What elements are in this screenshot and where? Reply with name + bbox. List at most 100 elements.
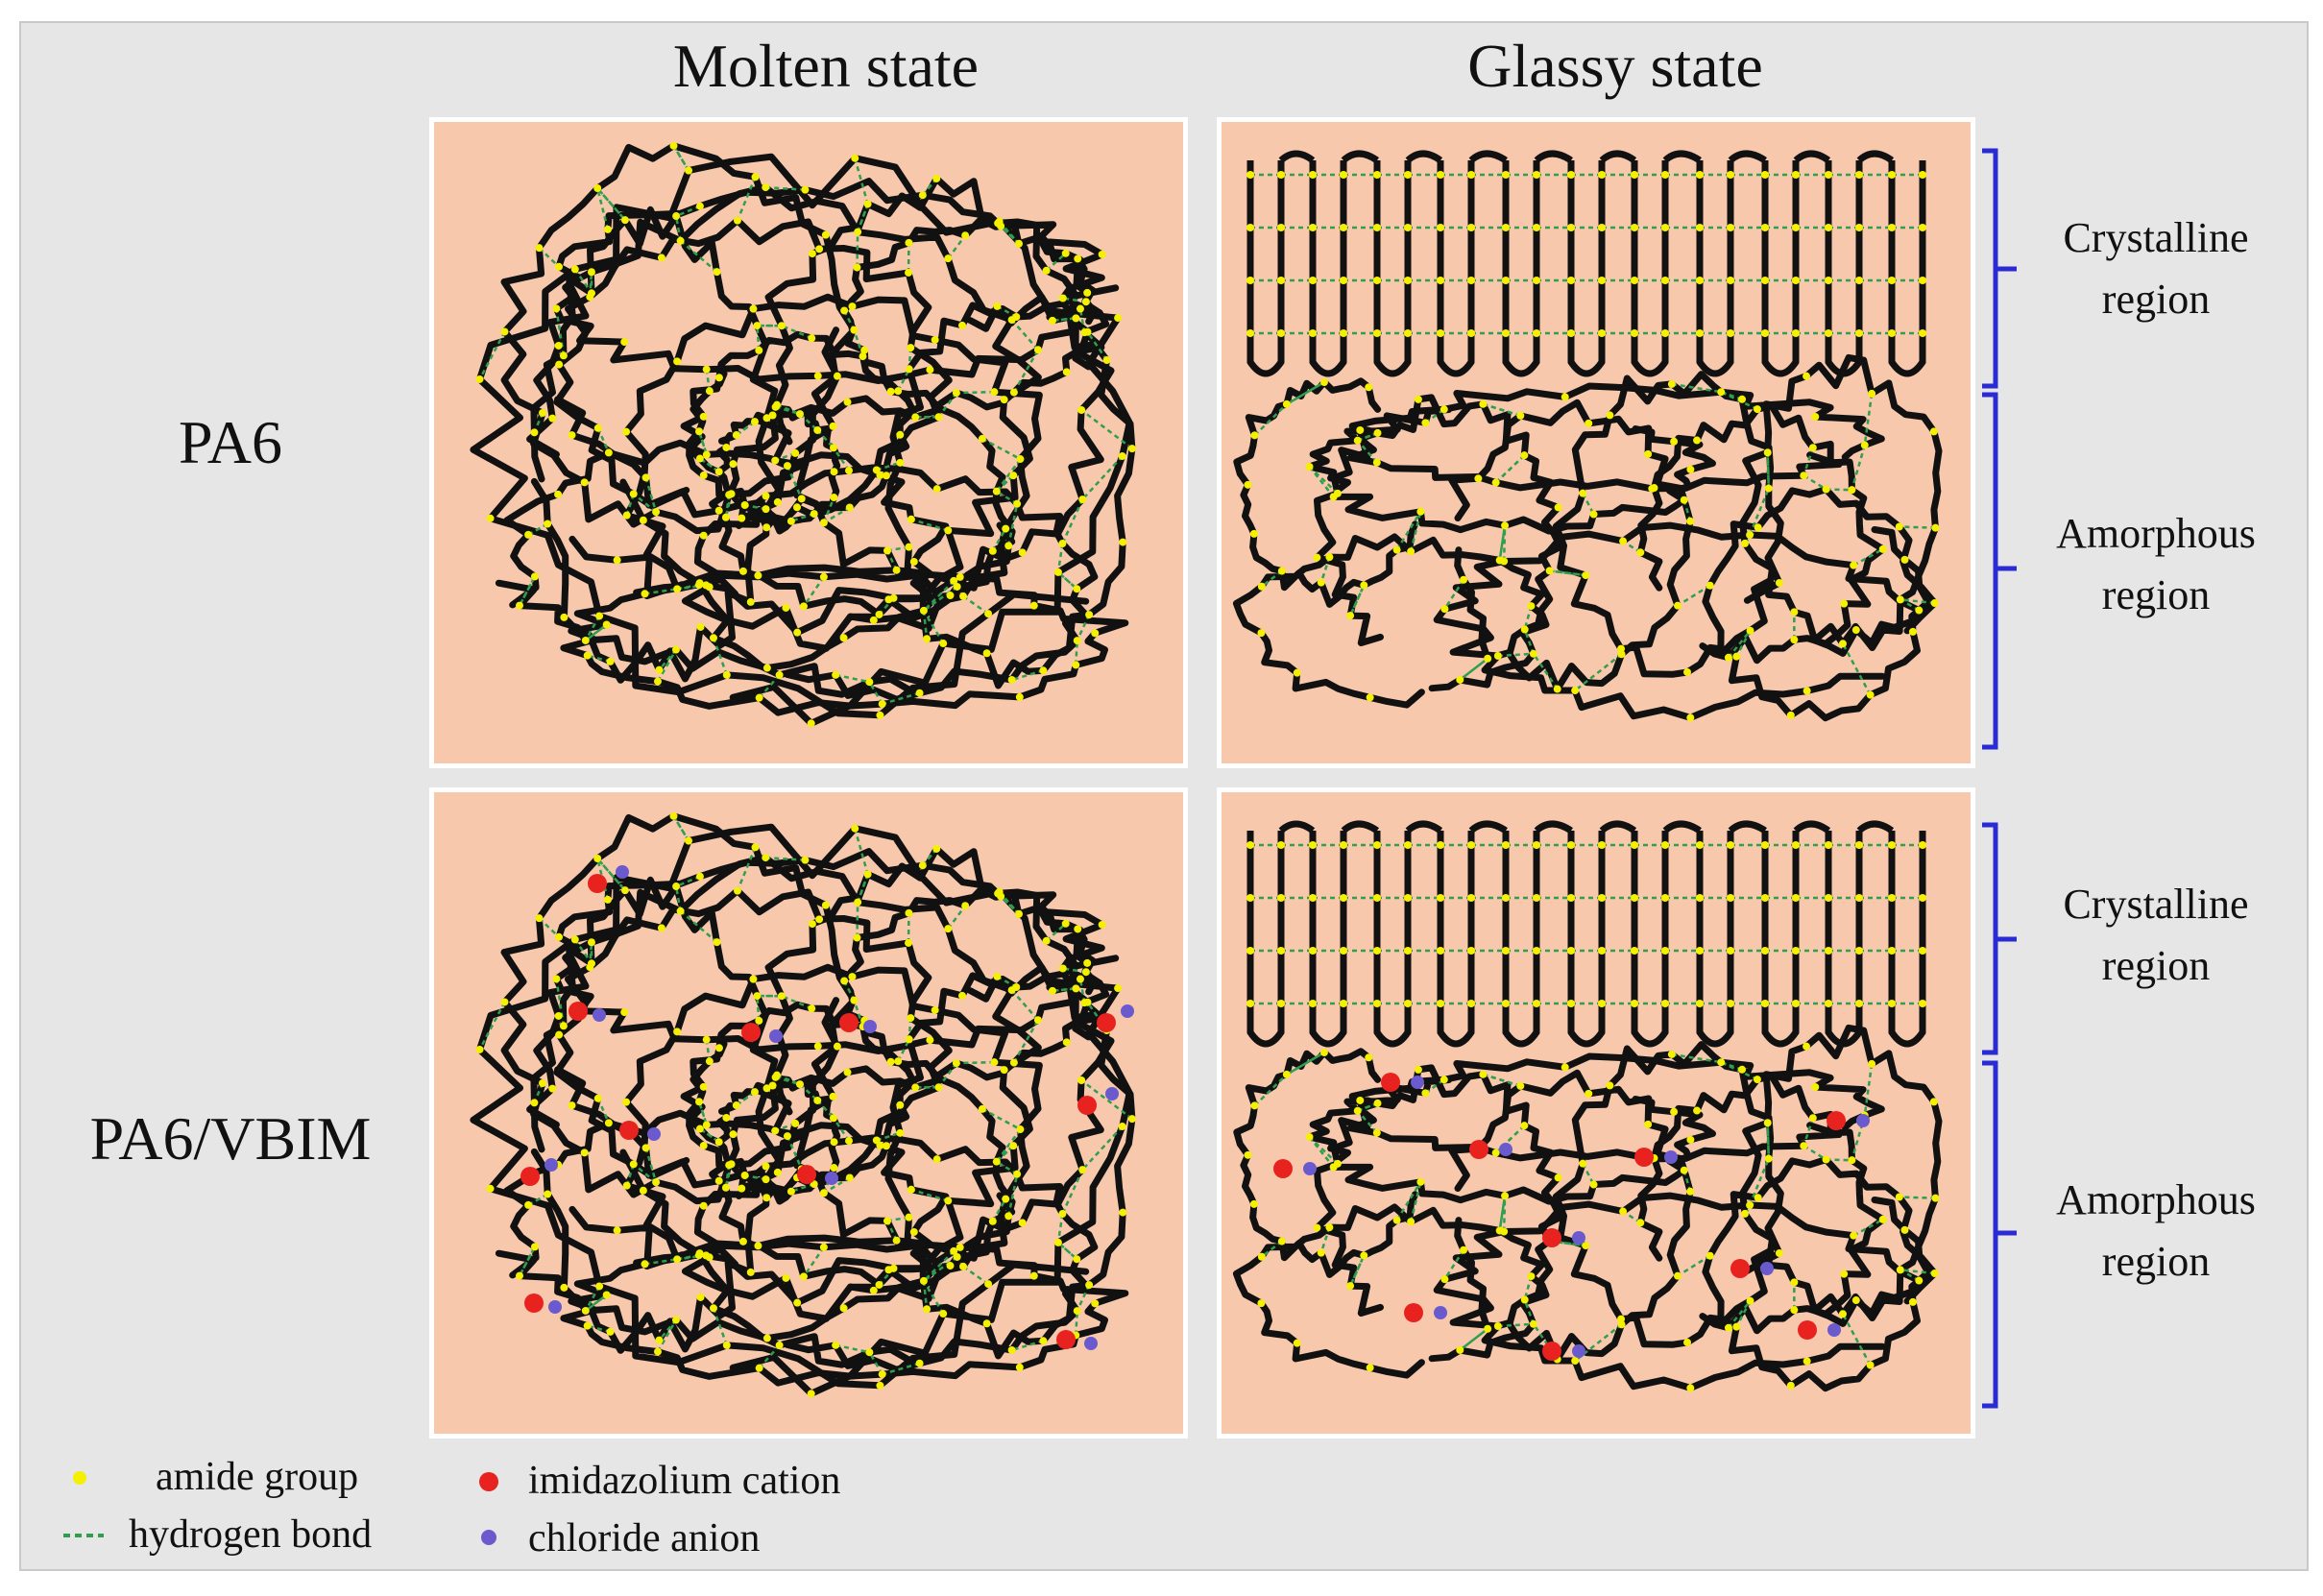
amide-group xyxy=(1058,1210,1067,1219)
hydrogen-bond xyxy=(1045,252,1067,272)
amide-group xyxy=(622,511,631,520)
amide-group xyxy=(714,468,723,476)
amide-group xyxy=(1696,894,1704,902)
amide-group xyxy=(530,428,539,437)
amide-group xyxy=(1598,224,1606,231)
amide-group xyxy=(1631,894,1638,902)
amide-group xyxy=(620,338,629,347)
amide-group xyxy=(771,1073,780,1081)
amide-group xyxy=(1414,395,1422,403)
amide-group xyxy=(1502,171,1510,179)
crystalline-fold xyxy=(1437,160,1475,377)
crystalline-fold xyxy=(1567,160,1606,377)
hydrogen-bond xyxy=(1727,1299,1752,1329)
amide-group xyxy=(1693,436,1702,445)
amide-group xyxy=(671,645,680,654)
hydrogen-bond xyxy=(1497,1322,1534,1328)
amide-group xyxy=(1467,841,1475,849)
hydrogen-bond xyxy=(1062,967,1087,974)
amide-group xyxy=(1282,1070,1291,1078)
amide-group xyxy=(1277,224,1285,231)
hydrogen-bond xyxy=(1308,466,1339,495)
amide-group xyxy=(1790,636,1799,644)
amide-group xyxy=(1579,1159,1587,1168)
hydrogen-bond xyxy=(1523,629,1536,655)
hydrogen-bond xyxy=(835,673,870,684)
bracket-crystalline-top xyxy=(1982,148,2017,389)
hydrogen-bond xyxy=(923,579,956,612)
amide-group xyxy=(1915,606,1924,615)
amorphous-chain xyxy=(1739,353,1943,657)
amide-group xyxy=(844,467,853,475)
amide-group xyxy=(1250,1101,1259,1110)
amide-group xyxy=(997,222,1005,230)
hydrogen-bond xyxy=(658,1318,677,1342)
amide-group xyxy=(1440,1275,1449,1284)
amide-group xyxy=(896,1128,905,1137)
region-label-line: Crystalline xyxy=(2063,881,2249,928)
amide-group xyxy=(1074,254,1082,263)
amide-group xyxy=(1761,1000,1769,1007)
amide-group xyxy=(655,1336,664,1344)
hydrogen-bond xyxy=(1498,525,1507,561)
amide-group xyxy=(946,1262,955,1270)
hydrogen-bond xyxy=(781,325,812,340)
amide-group xyxy=(1013,1170,1022,1178)
amide-group xyxy=(1407,1218,1416,1226)
amide-group xyxy=(1118,452,1126,461)
amide-group xyxy=(1072,661,1080,669)
amide-group xyxy=(1502,947,1510,955)
amide-group xyxy=(676,236,685,245)
amide-group xyxy=(695,427,704,436)
amide-group xyxy=(1696,947,1704,955)
hydrogen-bond xyxy=(897,368,910,392)
amide-group xyxy=(813,1042,822,1051)
amide-group xyxy=(1811,1082,1820,1091)
amide-group xyxy=(959,592,968,600)
hydrogen-bond xyxy=(876,461,901,472)
amide-group xyxy=(1598,171,1606,179)
amide-group xyxy=(1502,894,1510,902)
amide-group xyxy=(1493,651,1502,660)
amide-group xyxy=(699,472,708,480)
imidazolium-cation xyxy=(619,1121,639,1140)
hydrogen-bond xyxy=(1459,657,1488,681)
amide-group xyxy=(956,1243,964,1251)
amide-group xyxy=(1825,894,1832,902)
amide-group xyxy=(762,1175,770,1184)
amide-group xyxy=(1825,1000,1832,1007)
amide-group xyxy=(593,1094,602,1102)
amide-group xyxy=(1319,1049,1328,1057)
amorphous-chain xyxy=(1448,1069,1694,1363)
amide-group xyxy=(1738,1065,1747,1074)
hydrogen-bond xyxy=(1677,584,1711,607)
imidazolium-cation xyxy=(797,1165,816,1184)
amide-group xyxy=(865,678,874,687)
amide-group xyxy=(1855,277,1863,284)
hydrogen-bond xyxy=(1052,317,1077,323)
hydrogen-bond xyxy=(775,405,801,416)
amide-group xyxy=(1529,649,1537,658)
amide-group xyxy=(1080,999,1089,1007)
hydrogen-bond xyxy=(584,615,601,641)
amide-group xyxy=(676,907,685,915)
hydrogen-bond xyxy=(868,681,883,705)
amorphous-chain xyxy=(1346,382,1885,493)
amide-group xyxy=(1866,1361,1875,1369)
amide-group xyxy=(882,1142,890,1150)
amide-group xyxy=(705,1057,714,1066)
amide-group xyxy=(1277,841,1285,849)
hydrogen-bond xyxy=(781,995,812,1010)
amide-group xyxy=(808,334,816,343)
legend-imidazolium-cation: imidazolium cation xyxy=(528,1459,841,1503)
hydrogen-bond xyxy=(1443,579,1465,610)
hydrogen-bond xyxy=(1057,570,1078,591)
amide-group xyxy=(1888,277,1896,284)
amide-group xyxy=(1825,224,1832,231)
amide-group xyxy=(909,557,918,566)
amide-group xyxy=(1282,399,1291,408)
hydrogen-bond xyxy=(644,477,658,513)
amide-group xyxy=(641,473,650,482)
amide-group xyxy=(997,892,1005,901)
amide-group xyxy=(1667,1050,1676,1058)
